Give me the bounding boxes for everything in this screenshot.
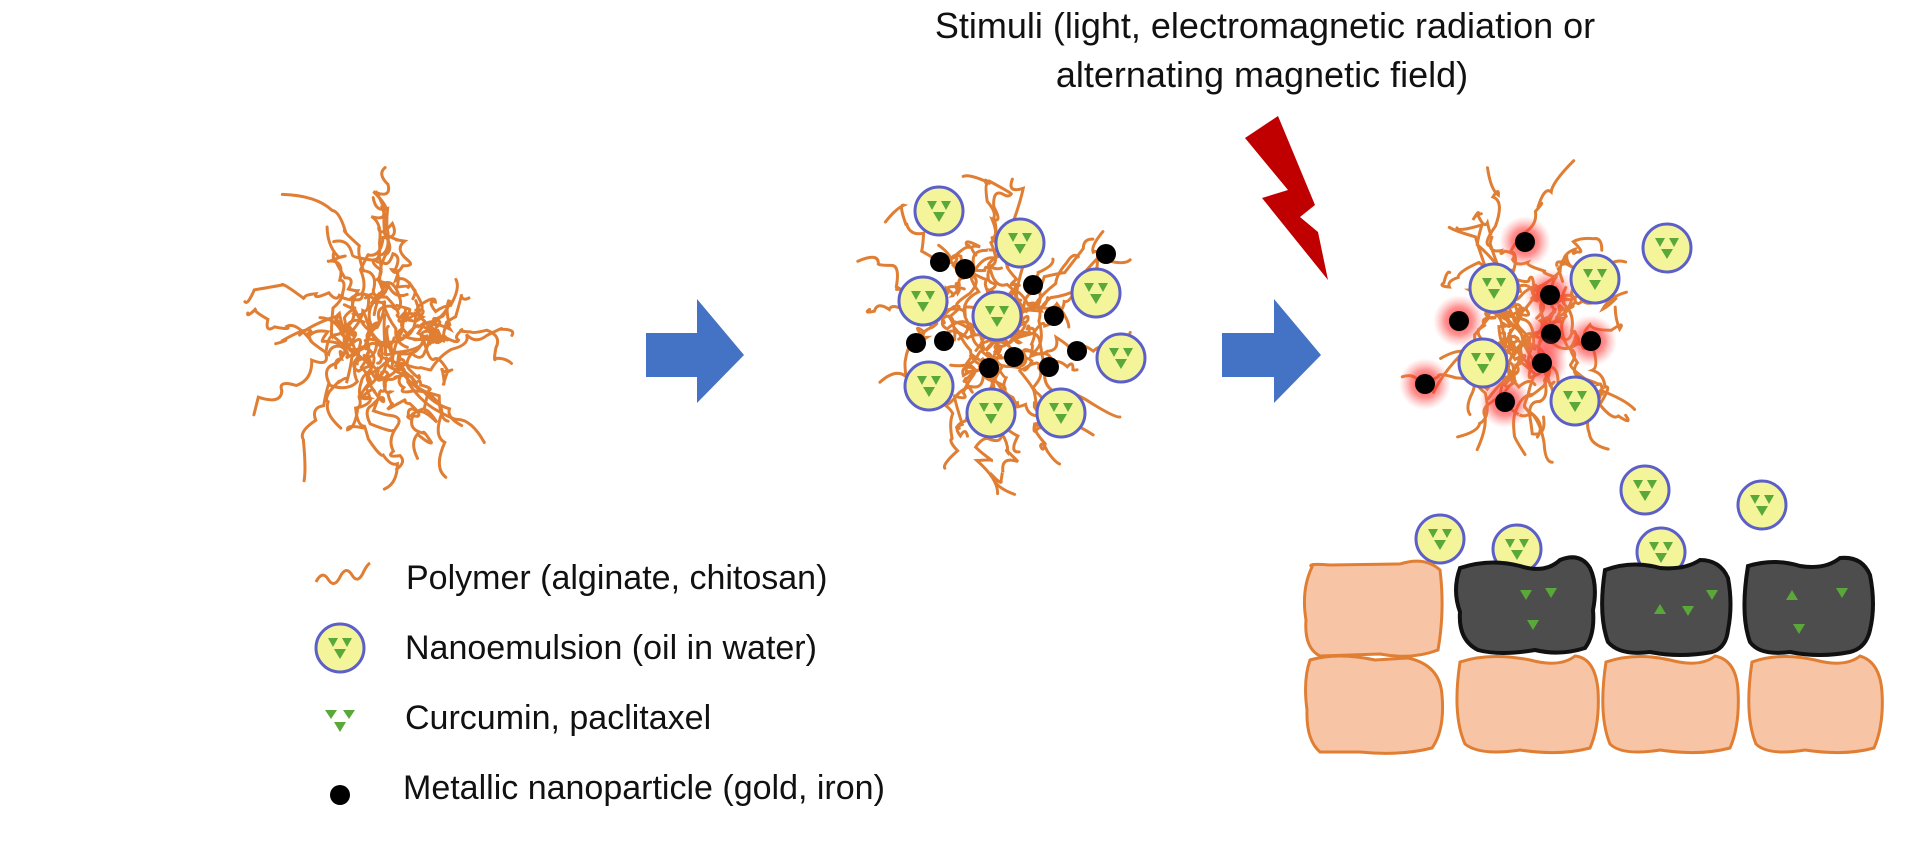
- nanoemulsion-droplet: [1549, 375, 1601, 427]
- polymer-strand: [937, 243, 1027, 338]
- polymer-strand: [371, 196, 403, 322]
- nanoemulsion-droplet: [913, 185, 965, 237]
- process-arrow-2: [1222, 299, 1321, 403]
- heated-nanoparticle: [1515, 232, 1535, 252]
- polymer-legend-icon: [314, 561, 371, 585]
- metallic-nanoparticle: [1044, 306, 1064, 326]
- heated-nanoparticle: [1415, 374, 1435, 394]
- metallic-nanoparticle: [1039, 357, 1059, 377]
- stimulus-lightning-icon: [1245, 116, 1328, 280]
- polymer-strand: [382, 313, 448, 479]
- metallic-nanoparticle: [1023, 275, 1043, 295]
- metallic-nanoparticle: [979, 358, 999, 378]
- tumor-cell: [1742, 555, 1875, 657]
- polymer-strand: [325, 225, 349, 370]
- tissue-layer: [1303, 555, 1884, 755]
- healthy-cell: [1455, 654, 1600, 755]
- nanoemulsion-droplet: [965, 387, 1017, 439]
- nanoemulsion-droplet: [1095, 332, 1147, 384]
- nanoemulsion-legend-icon: [314, 622, 366, 674]
- nanoemulsion-droplet: [1070, 267, 1122, 319]
- polymer-strand: [325, 294, 371, 430]
- nanoemulsion-droplet: [1468, 262, 1520, 314]
- stimuli-label-line1: Stimuli (light, electromagnetic radiatio…: [935, 5, 1595, 46]
- heated-nanoparticle: [1532, 353, 1552, 373]
- tumor-cell: [1454, 555, 1597, 655]
- nanoemulsion-droplet: [971, 290, 1023, 342]
- legend-metal-label: Metallic nanoparticle (gold, iron): [403, 769, 885, 807]
- heated-nanoparticle: [1540, 285, 1560, 305]
- polymer-strand: [993, 324, 1079, 372]
- metallic-nanoparticle: [955, 259, 975, 279]
- nanoemulsion-droplet: [1457, 337, 1509, 389]
- healthy-cell: [1747, 654, 1884, 755]
- polymer-strand: [952, 325, 983, 430]
- polymer-strand: [1555, 236, 1604, 283]
- nanoemulsion-droplet: [1414, 513, 1466, 565]
- polymer-strand: [280, 192, 415, 323]
- nanoemulsion-droplet: [1569, 253, 1621, 305]
- process-arrow-1: [646, 299, 744, 403]
- nanoemulsion-droplet: [1641, 222, 1693, 274]
- polymer-strand: [353, 318, 399, 491]
- metal-legend-icon: [330, 785, 350, 805]
- healthy-cell: [1601, 654, 1740, 755]
- polymer-strand: [300, 318, 366, 483]
- polymer-strand: [345, 220, 396, 349]
- polymer-strand: [962, 340, 1004, 394]
- tumor-cell: [1600, 557, 1733, 657]
- healthy-cell: [1304, 654, 1444, 755]
- metallic-nanoparticle: [1004, 347, 1024, 367]
- polymer-strand: [396, 293, 471, 373]
- polymer-strand: [990, 356, 1020, 496]
- nanoemulsion-droplet: [994, 217, 1046, 269]
- polymer-strand: [961, 174, 1015, 321]
- legend-polymer-label: Polymer (alginate, chitosan): [406, 559, 827, 597]
- drug-legend-icon: [325, 710, 355, 732]
- nanoemulsion-droplet: [897, 275, 949, 327]
- legend-drug-label: Curcumin, paclitaxel: [405, 699, 711, 737]
- polymer-strand: [371, 307, 408, 471]
- released-drug-group: [1520, 588, 1848, 634]
- legend-nanoemulsion-label: Nanoemulsion (oil in water): [405, 629, 817, 667]
- nanoemulsion-droplet: [1736, 479, 1788, 531]
- polymer-network: [243, 166, 515, 491]
- polymer-strand: [274, 328, 371, 360]
- polymer-strand: [376, 326, 515, 382]
- polymer-strand: [379, 370, 439, 424]
- polymer-strand: [252, 306, 357, 417]
- heated-nanoparticle: [1581, 331, 1601, 351]
- legend: Polymer (alginate, chitosan) Nanoemulsio…: [314, 559, 885, 807]
- nanoemulsion-droplets-group: [897, 185, 1147, 439]
- polymer-strand: [332, 239, 417, 301]
- metallic-nanoparticles-group: [906, 244, 1116, 378]
- healthy-cell: [1303, 559, 1444, 658]
- heated-nanoparticles-group: [1399, 216, 1617, 428]
- metallic-nanoparticle: [930, 252, 950, 272]
- metallic-nanoparticle: [906, 333, 926, 353]
- nanoemulsion-droplet: [1035, 387, 1087, 439]
- polymer-strand: [318, 310, 357, 343]
- polymer-strand: [363, 337, 486, 444]
- polymer-strand: [372, 166, 392, 317]
- heated-nanoparticle: [1495, 392, 1515, 412]
- stimuli-label-line2: alternating magnetic field): [1056, 54, 1468, 95]
- nanoemulsion-droplet: [903, 360, 955, 412]
- polymer-strand: [395, 303, 449, 342]
- metallic-nanoparticle: [934, 331, 954, 351]
- heated-nanoparticle: [1449, 311, 1469, 331]
- metallic-nanoparticle: [1096, 244, 1116, 264]
- nanoemulsion-droplet: [1619, 464, 1671, 516]
- metallic-nanoparticle: [1067, 341, 1087, 361]
